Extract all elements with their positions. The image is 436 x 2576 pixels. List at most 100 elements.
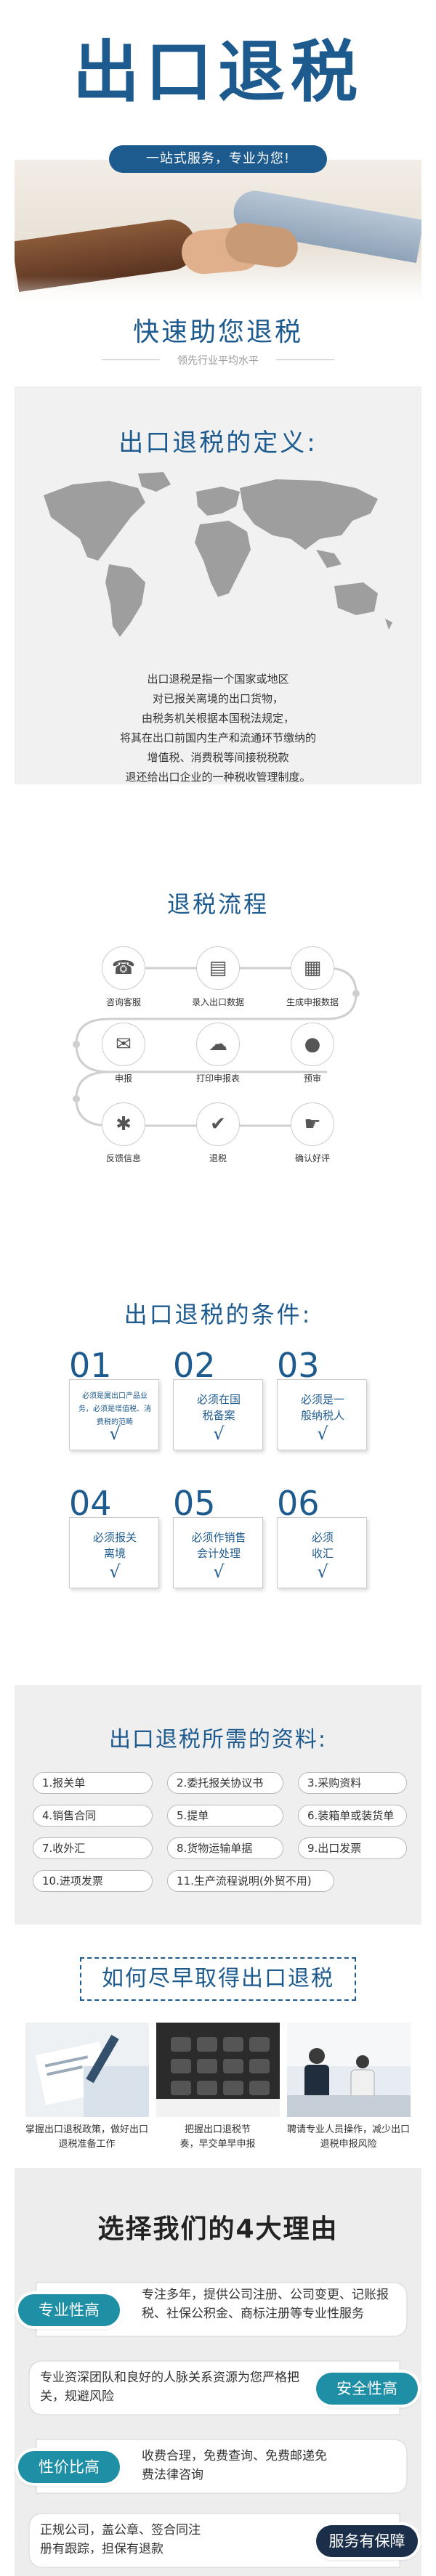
step-label: 录入出口数据 <box>191 997 244 1007</box>
process-step-consult: ☎ 咨询客服 <box>80 946 167 1008</box>
definition-line: 退还给出口企业的一种税收管理制度。 <box>125 771 311 784</box>
condition-card: 05 必须作销售会计处理 √ <box>173 1485 263 1588</box>
condition-number: 01 <box>69 1346 112 1385</box>
material-item: 8.货物运输单据 <box>167 1837 283 1859</box>
definition-title: 出口退税的定义: <box>118 428 318 458</box>
reason-text: 收费合理，免费查询、免费邮递免费法律咨询 <box>142 2449 327 2482</box>
process-step-print: ☁ 打印申报表 <box>174 1023 262 1084</box>
calculator-photo <box>156 2023 280 2117</box>
hero-section: 出口退税 一站式服务，专业为您! <box>0 0 436 341</box>
definition-line: 增值税、消费税等间接税税款 <box>147 751 289 764</box>
process-step-declare: ✉ 申报 <box>80 1023 167 1084</box>
step-label: 反馈信息 <box>105 1153 141 1163</box>
mail-icon: ✉ <box>102 1023 145 1066</box>
material-item: 7.收外汇 <box>33 1837 153 1859</box>
condition-number: 04 <box>69 1484 112 1523</box>
definition-line: 由税务机关根据本国税法规定， <box>141 712 294 725</box>
checkmark-icon: √ <box>109 1423 121 1444</box>
documents-photo <box>25 2023 149 2117</box>
condition-card: 03 必须是一般纳税人 √ <box>277 1347 367 1450</box>
conditions-title: 出口退税的条件: <box>124 1301 312 1328</box>
reason-text: 专注多年，提供公司注册、公司变更、记账报税、社保公积金、商标注册等专业性服务 <box>142 2288 389 2321</box>
reason-text: 正规公司，盖公章、签合同注册有跟踪，担保有退款 <box>40 2523 201 2556</box>
checkmark-icon: √ <box>213 1561 225 1582</box>
checkmark-icon: √ <box>109 1561 121 1582</box>
how-title: 如何尽早取得出口退税 <box>80 1957 356 2001</box>
reason-badge: 服务有保障 <box>316 2525 418 2557</box>
condition-text: 必须在国税备案 <box>197 1393 241 1422</box>
how-section: 如何尽早取得出口退税 <box>0 1957 436 2175</box>
process-step-generate: ▦ 生成申报数据 <box>269 946 356 1008</box>
process-step-refund: ✔ 退税 <box>174 1102 262 1164</box>
condition-text: 必须收汇 <box>311 1531 334 1560</box>
conditions-section: 出口退税的条件: 01 必须是属出口产品业务，必须是增值税、消费税的范畴 √ 0… <box>0 1267 436 1681</box>
material-item: 10.进项发票 <box>33 1870 153 1892</box>
data-icon: ▦ <box>291 946 334 990</box>
definition-section: 出口退税的定义: 出口退税是指一个国家或地区 对 <box>15 386 421 784</box>
step-label: 预审 <box>303 1073 321 1084</box>
condition-number: 06 <box>277 1484 320 1523</box>
user-icon: ● <box>291 1023 334 1066</box>
process-section: 退税流程 ☎ 咨询客服 ▤ 录入出口数据 ▦ 生成申报数据 ✉ 申 <box>0 841 436 1240</box>
condition-text: 必须是一般纳税人 <box>301 1393 345 1422</box>
tagline: 领先行业平均水平 <box>102 353 334 367</box>
material-item: 5.提单 <box>167 1805 283 1827</box>
reason-text: 专业资深团队和良好的人脉关系资源为您严格把关，规避风险 <box>40 2370 299 2404</box>
step-label: 咨询客服 <box>105 997 141 1007</box>
condition-card: 06 必须收汇 √ <box>277 1484 367 1588</box>
materials-section: 出口退税所需的资料: 1.报关单 2.委托报关协议书 3.采购资料 4.销售合同… <box>15 1685 421 1925</box>
process-step-review: ● 预审 <box>269 1023 356 1084</box>
how-caption: 把握出口退税节奏，早交单早申报 <box>179 2124 256 2150</box>
asterisk-icon: ✱ <box>102 1102 145 1146</box>
step-label: 生成申报数据 <box>286 997 339 1007</box>
definition-line: 对已报关离境的出口货物， <box>152 692 283 705</box>
handshake-icon: ☛ <box>291 1102 334 1146</box>
reason-row: 服务有保障 正规公司，盖公章、签合同注册有跟踪，担保有退款 <box>15 2508 421 2573</box>
service-pill: 一站式服务，专业为您! <box>109 145 327 173</box>
checkmark-icon: √ <box>317 1423 328 1444</box>
definition-text: 出口退税是指一个国家或地区 对已报关离境的出口货物， 由税务机关根据本国税法规定… <box>58 670 378 787</box>
condition-card: 02 必须在国税备案 √ <box>173 1346 263 1450</box>
subtitle: 快速助您退税 <box>132 317 303 347</box>
reason-badge: 安全性高 <box>316 2373 418 2405</box>
check-icon: ✔ <box>196 1102 240 1146</box>
how-caption: 聘请专业人员操作，减少出口退税申报风险 <box>286 2124 410 2150</box>
material-item: 6.装箱单或装货单 <box>298 1805 407 1827</box>
checkmark-icon: √ <box>317 1561 328 1582</box>
step-label: 申报 <box>114 1073 132 1084</box>
material-item: 11.生产流程说明(外贸不用) <box>167 1870 334 1892</box>
condition-text: 必须作销售会计处理 <box>191 1531 246 1560</box>
condition-text: 必须是属出口产品业务，必须是增值税、消费税的范畴 <box>78 1392 151 1426</box>
reasons-section: 选择我们的4大理由 专业性高 专注多年，提供公司注册、公司变更、记账报税、社保公… <box>15 2168 421 2576</box>
cloud-icon: ☁ <box>196 1023 240 1066</box>
material-item: 4.销售合同 <box>33 1805 153 1827</box>
material-item: 3.采购资料 <box>298 1772 407 1794</box>
process-step-input: ▤ 录入出口数据 <box>174 946 262 1008</box>
condition-card: 04 必须报关离境 √ <box>69 1484 159 1588</box>
definition-line: 出口退税是指一个国家或地区 <box>147 673 289 686</box>
definition-line: 将其在出口前国内生产和流通环节缴纳的 <box>119 731 316 744</box>
reason-badge: 专业性高 <box>18 2294 120 2326</box>
material-item: 2.委托报关协议书 <box>167 1772 283 1794</box>
step-label: 打印申报表 <box>195 1073 240 1084</box>
step-label: 退税 <box>209 1153 227 1163</box>
reasons-title: 选择我们的4大理由 <box>97 2214 339 2244</box>
process-step-feedback: ✱ 反馈信息 <box>80 1102 167 1164</box>
materials-title: 出口退税所需的资料: <box>108 1727 328 1752</box>
material-item: 9.出口发票 <box>298 1837 407 1859</box>
condition-text: 必须报关离境 <box>93 1531 137 1560</box>
document-icon: ▤ <box>196 946 240 990</box>
reason-badge: 性价比高 <box>18 2451 120 2483</box>
page-title: 出口退税 <box>72 33 363 111</box>
how-caption: 掌握出口退税政策，做好出口退税准备工作 <box>25 2124 148 2150</box>
reason-row: 专业性高 专注多年，提供公司注册、公司变更、记账报税、社保公积金、商标注册等专业… <box>15 2277 421 2342</box>
headset-icon: ☎ <box>102 946 145 990</box>
step-label: 确认好评 <box>294 1153 330 1163</box>
office-team-photo <box>287 2023 411 2117</box>
reason-row: 性价比高 收费合理，免费查询、免费邮递免费法律咨询 <box>15 2434 421 2499</box>
process-title: 退税流程 <box>166 890 269 918</box>
condition-number: 02 <box>173 1346 216 1385</box>
reason-row: 安全性高 专业资深团队和良好的人脉关系资源为您严格把关，规避风险 <box>15 2355 421 2421</box>
checkmark-icon: √ <box>213 1423 225 1444</box>
